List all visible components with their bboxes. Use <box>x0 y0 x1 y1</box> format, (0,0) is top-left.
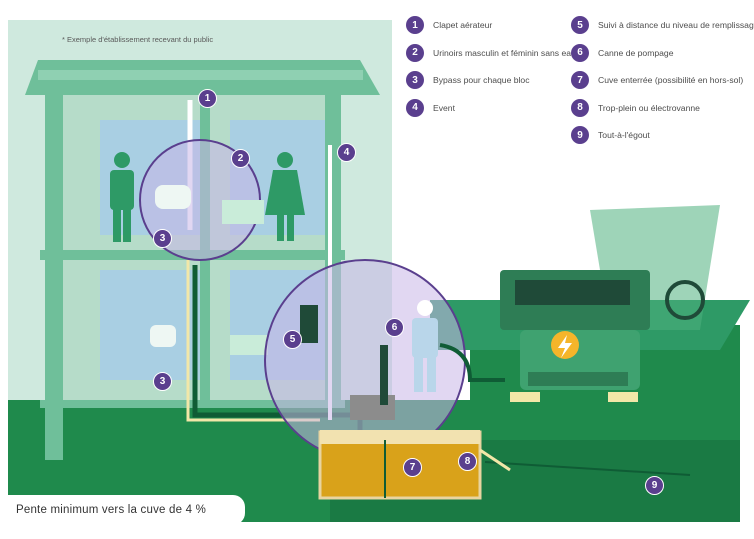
tank-top <box>320 430 480 444</box>
legend-label: Suivi à distance du niveau de remplissag… <box>598 20 754 30</box>
urinal-zoom-man <box>155 185 191 209</box>
callout-marker: 2 <box>231 149 250 168</box>
legend-number: 6 <box>571 43 589 62</box>
callout-marker: 9 <box>645 476 664 495</box>
callout-marker: 1 <box>198 89 217 108</box>
urinal-zoom-woman <box>222 200 264 224</box>
column-left <box>45 95 63 460</box>
legend-number: 4 <box>406 98 424 117</box>
establishment-note: * Exemple d'établissement recevant du pu… <box>62 35 214 44</box>
hose <box>439 343 505 382</box>
slope-label-box: Pente minimum vers la cuve de 4 % <box>0 495 245 525</box>
callout-marker: 6 <box>385 318 404 337</box>
legend-column-2: 5 Suivi à distance du niveau de rempliss… <box>571 14 754 152</box>
legend-number: 5 <box>571 16 589 34</box>
legend-number: 9 <box>571 126 589 144</box>
legend-label: Urinoirs masculin et féminin sans eau <box>433 47 576 58</box>
legend-item: 9 Tout-à-l'égout <box>571 124 741 146</box>
legend-number: 2 <box>406 43 424 62</box>
callout-marker: 5 <box>283 330 302 349</box>
legend-item: 6 Canne de pompage <box>571 42 741 64</box>
legend-item: 7 Cuve enterrée (possibilité en hors-sol… <box>571 69 744 91</box>
legend-label: Event <box>433 102 455 113</box>
legend-item: 5 Suivi à distance du niveau de rempliss… <box>571 14 754 36</box>
worker-icon <box>412 300 438 392</box>
legend-number: 7 <box>571 71 589 89</box>
bypass-pipe <box>186 260 320 422</box>
callout-marker: 7 <box>403 458 422 477</box>
callout-marker: 4 <box>337 143 356 162</box>
callout-marker: 3 <box>153 229 172 248</box>
legend-label: Canne de pompage <box>598 47 674 58</box>
legend-label: Clapet aérateur <box>433 20 493 30</box>
legend-item: 8 Trop-plein ou électrovanne <box>571 97 741 119</box>
urinal-lower-woman <box>230 335 268 355</box>
slope-label: Pente minimum vers la cuve de 4 % <box>16 504 207 516</box>
legend-item: 3 Bypass pour chaque bloc <box>406 69 576 91</box>
legend-label: Cuve enterrée (possibilité en hors-sol) <box>598 75 744 85</box>
legend-label: Trop-plein ou électrovanne <box>598 102 700 113</box>
truck <box>500 205 720 402</box>
legend-label: Bypass pour chaque bloc <box>433 75 530 85</box>
woman-icon <box>265 152 305 241</box>
overflow-pipe <box>479 448 511 472</box>
sewer-pipe <box>484 461 691 476</box>
window-lower-left <box>100 270 210 380</box>
pump-head <box>350 395 395 420</box>
legend-number: 3 <box>406 71 424 89</box>
roof-band <box>38 70 363 80</box>
level-sensor <box>300 305 318 343</box>
suction-pipe <box>380 345 388 405</box>
legend-item: 4 Event <box>406 97 576 119</box>
legend-item: 1 Clapet aérateur <box>406 14 576 36</box>
legend-number: 1 <box>406 16 424 34</box>
callout-marker: 8 <box>458 452 477 471</box>
man-icon <box>110 152 134 242</box>
legend-item: 2 Urinoirs masculin et féminin sans eau <box>406 42 576 64</box>
legend-number: 8 <box>571 98 589 117</box>
urinal-lower-man <box>150 325 176 347</box>
callout-marker: 3 <box>153 372 172 391</box>
legend-label: Tout-à-l'égout <box>598 130 650 140</box>
legend-column-1: 1 Clapet aérateur 2 Urinoirs masculin et… <box>406 14 576 124</box>
